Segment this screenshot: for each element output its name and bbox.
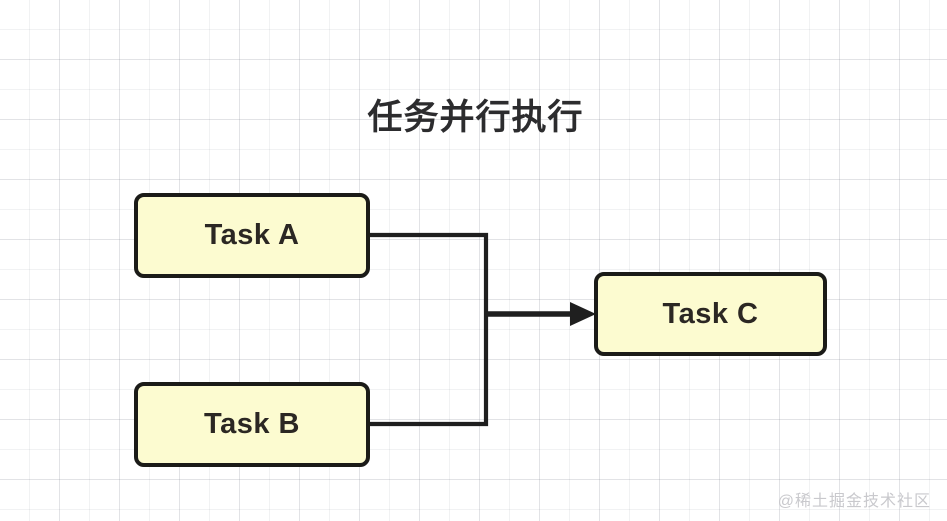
node-task-c[interactable]: Task C (594, 272, 827, 356)
edge-task-a-to-join (370, 232, 489, 314)
node-task-a[interactable]: Task A (134, 193, 370, 278)
watermark: @稀土掘金技术社区 (777, 493, 931, 510)
node-task-b[interactable]: Task B (134, 382, 370, 467)
node-task-c-label: Task C (662, 297, 759, 330)
edge-join-to-task-c (484, 302, 596, 326)
node-task-b-label: Task B (204, 408, 300, 440)
page-title: 任务并行执行 (367, 98, 584, 137)
edge-task-b-to-join (370, 314, 489, 427)
arrowhead-icon (570, 302, 596, 326)
node-task-a-label: Task A (204, 219, 300, 251)
